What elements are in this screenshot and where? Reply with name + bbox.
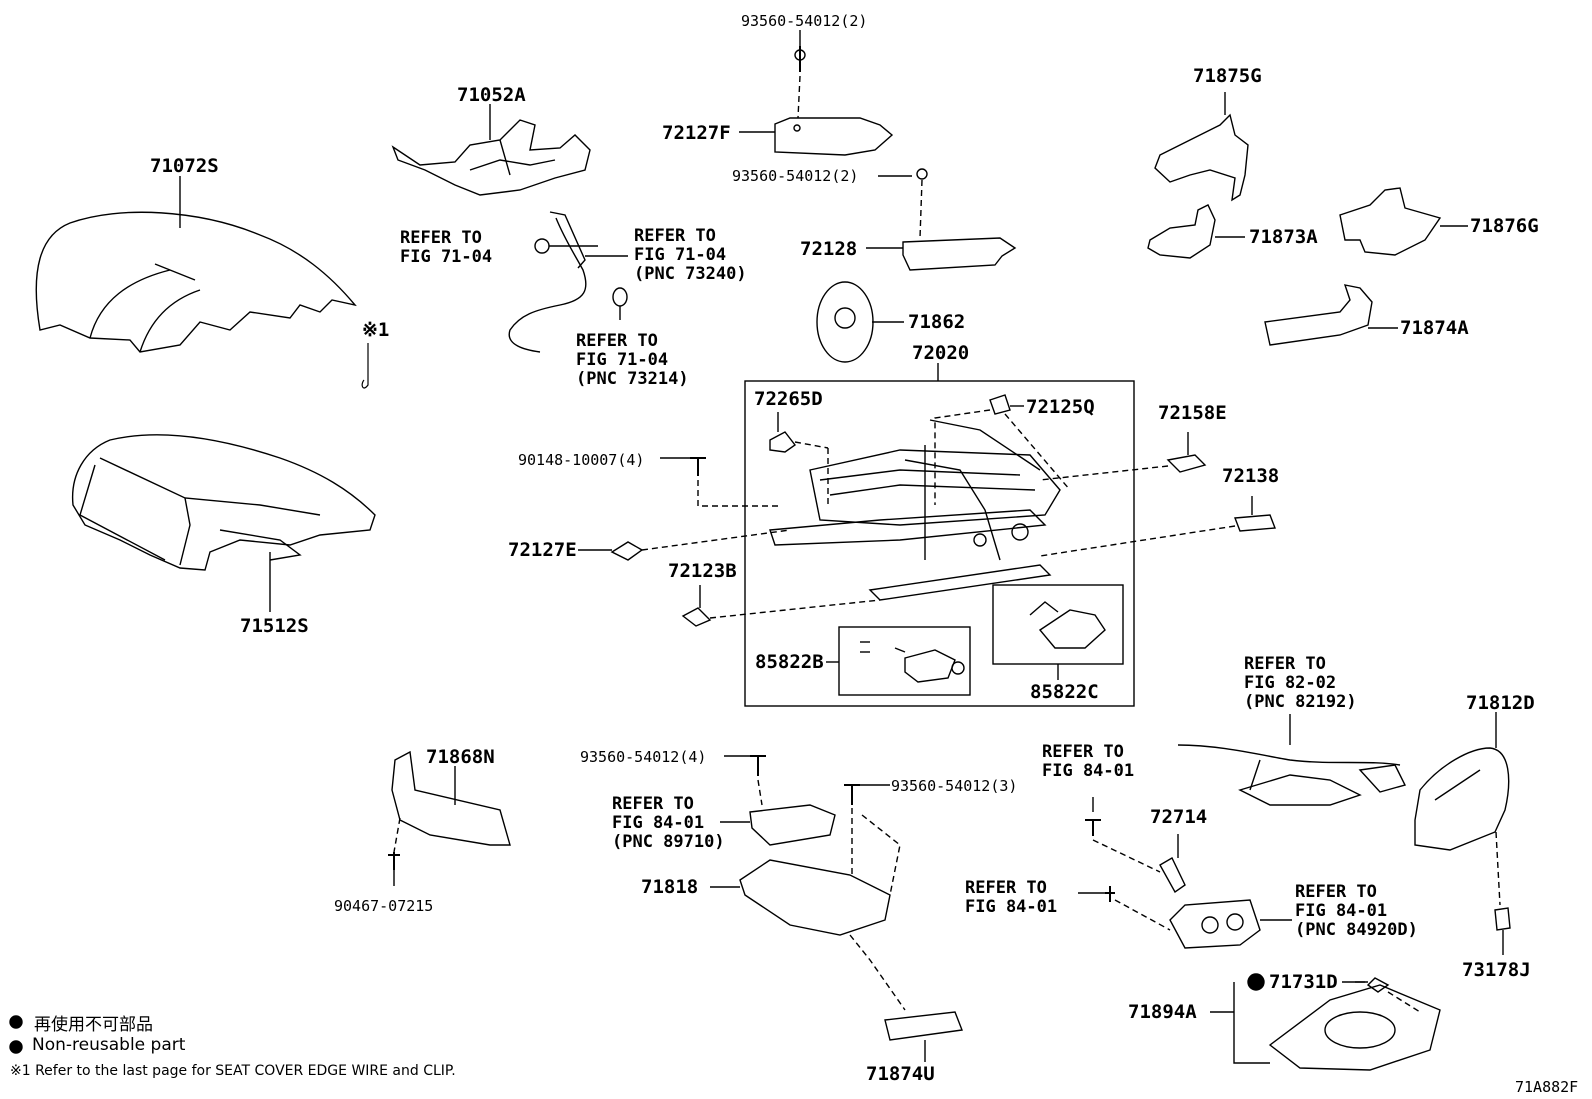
part-label-72158E: 72158E bbox=[1158, 402, 1227, 424]
refer-note-71-04-a: REFER TO FIG 71-04 bbox=[400, 228, 493, 267]
part-label-71512S: 71512S bbox=[240, 615, 309, 637]
harness-82192 bbox=[1177, 744, 1407, 806]
clip-mark: ※1 bbox=[362, 319, 390, 341]
part-label-72127F: 72127F bbox=[662, 122, 731, 144]
frame-wire-71052A bbox=[391, 119, 591, 196]
part-label-72128: 72128 bbox=[800, 238, 858, 260]
bracket-72714 bbox=[1159, 857, 1186, 894]
motor-box-85822C bbox=[992, 584, 1124, 665]
refer-note-84-01-b: REFER TO FIG 84-01 bbox=[965, 878, 1058, 917]
clip-73178J bbox=[1494, 907, 1511, 931]
part-label-93560-4: 93560-54012(4) bbox=[580, 748, 707, 766]
seat-pad-71512S bbox=[71, 434, 376, 571]
part-label-71874U: 71874U bbox=[866, 1063, 935, 1085]
bracket-72138 bbox=[1234, 514, 1276, 532]
seat-adjuster-box bbox=[744, 380, 1135, 707]
part-label-71818: 71818 bbox=[641, 876, 699, 898]
part-label-72123B: 72123B bbox=[668, 560, 737, 582]
cover-72128 bbox=[902, 237, 1017, 271]
bracket-72125Q bbox=[989, 394, 1011, 415]
part-label-71868N: 71868N bbox=[426, 746, 495, 768]
part-label-71812D: 71812D bbox=[1466, 692, 1535, 714]
bracket-72265D bbox=[769, 431, 797, 453]
cover-71874U bbox=[884, 1011, 963, 1041]
motor-box-85822B bbox=[838, 626, 971, 696]
part-label-72265D: 72265D bbox=[754, 388, 823, 410]
part-label-71052A: 71052A bbox=[457, 84, 526, 106]
cover-71873A bbox=[1147, 204, 1216, 259]
trim-71894A bbox=[1268, 984, 1441, 1071]
part-label-85822C: 85822C bbox=[1030, 681, 1099, 703]
part-label-72138: 72138 bbox=[1222, 465, 1280, 487]
cover-71876G bbox=[1339, 187, 1442, 256]
switch-84920D bbox=[1169, 899, 1261, 949]
part-label-93560-top: 93560-54012(2) bbox=[741, 12, 868, 30]
part-label-93560-mid: 93560-54012(2) bbox=[732, 167, 859, 185]
cover-72127F bbox=[774, 117, 894, 156]
part-label-71894A: 71894A bbox=[1128, 1001, 1197, 1023]
part-label-90467: 90467-07215 bbox=[334, 897, 434, 915]
part-label-93560-3: 93560-54012(3) bbox=[891, 777, 1018, 795]
part-label-71862: 71862 bbox=[908, 311, 966, 333]
part-label-85822B: 85822B bbox=[755, 651, 824, 673]
ecu-89710 bbox=[749, 804, 836, 846]
refer-note-84-01-a: REFER TO FIG 84-01 bbox=[1042, 742, 1135, 781]
clip-71731D bbox=[1366, 977, 1390, 993]
legend-non-reusable-en: Non-reusable part bbox=[32, 1035, 186, 1055]
part-label-72714: 72714 bbox=[1150, 806, 1208, 828]
refer-note-89710: REFER TO FIG 84-01 (PNC 89710) bbox=[612, 794, 725, 852]
motor-85822B bbox=[860, 641, 965, 683]
part-label-90148: 90148-10007(4) bbox=[518, 451, 645, 469]
bracket-72127E bbox=[610, 541, 644, 561]
bracket-72158E bbox=[1166, 454, 1207, 473]
refer-note-73214: REFER TO FIG 71-04 (PNC 73214) bbox=[576, 331, 689, 389]
rail-cover-71868N bbox=[391, 750, 511, 846]
motor-85822C bbox=[1029, 601, 1106, 649]
legend-non-reusable-jp: 再使用不可部品 bbox=[34, 1015, 153, 1035]
part-label-71875G: 71875G bbox=[1193, 65, 1262, 87]
part-label-71873A: 71873A bbox=[1249, 226, 1318, 248]
side-cover-71812D bbox=[1414, 747, 1510, 851]
part-label-72125Q: 72125Q bbox=[1026, 396, 1095, 418]
pad-71862 bbox=[816, 281, 874, 363]
refer-note-73240: REFER TO FIG 71-04 (PNC 73240) bbox=[634, 226, 747, 284]
bracket-71818 bbox=[739, 859, 891, 936]
part-label-71731D: 71731D bbox=[1269, 971, 1338, 993]
part-label-71876G: 71876G bbox=[1470, 215, 1539, 237]
cover-71874A bbox=[1264, 284, 1373, 346]
part-label-72020: 72020 bbox=[912, 342, 970, 364]
part-label-71874A: 71874A bbox=[1400, 317, 1469, 339]
refer-note-82192: REFER TO FIG 82-02 (PNC 82192) bbox=[1244, 654, 1357, 712]
seat-cover-71072S bbox=[35, 211, 357, 353]
part-label-71072S: 71072S bbox=[150, 155, 219, 177]
bracket-72123B bbox=[681, 607, 712, 627]
part-label-72127E: 72127E bbox=[508, 539, 577, 561]
part-label-73178J: 73178J bbox=[1462, 959, 1531, 981]
cover-71875G bbox=[1154, 113, 1249, 202]
refer-note-84920D: REFER TO FIG 84-01 (PNC 84920D) bbox=[1295, 882, 1418, 940]
diagram-id: 71A882F bbox=[1515, 1078, 1579, 1096]
legend-footnote: ※1 Refer to the last page for SEAT COVER… bbox=[10, 1063, 456, 1079]
seat-adjuster-72020 bbox=[769, 419, 1061, 601]
